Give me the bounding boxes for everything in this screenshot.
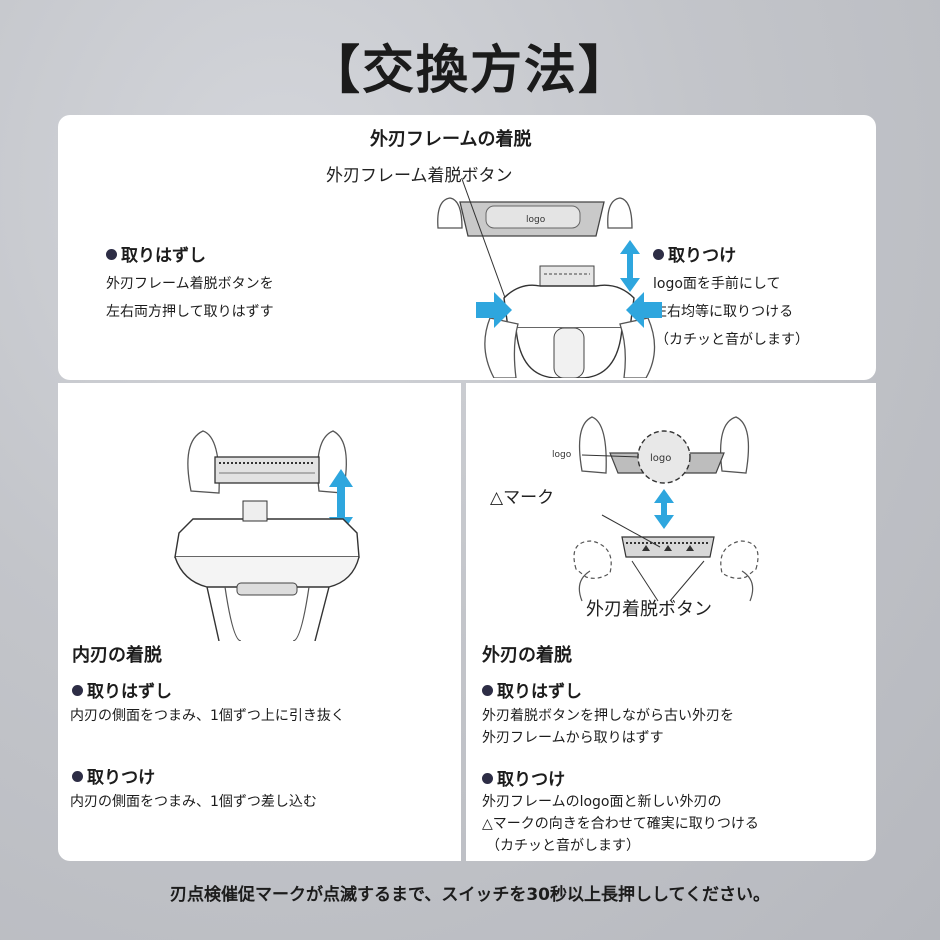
outer-attach-text: 外刃フレームのlogo面と新しい外刃の △マークの向きを合わせて確実に取りつける…	[482, 794, 759, 854]
frame-removal-illustration: logo	[437, 178, 662, 378]
inner-attach-text: 内刃の側面をつまみ、1個ずつ差し込む	[70, 794, 317, 810]
frame-attach-heading: 取りつけ	[653, 241, 736, 266]
bullet-icon	[482, 685, 493, 696]
page-title: 【交換方法】	[307, 41, 632, 101]
updown-arrow-icon	[654, 489, 674, 529]
inner-blade-illustration	[174, 430, 360, 641]
outer-remove-text: 外刃着脱ボタンを押しながら古い外刃を 外刃フレームから取りはずす	[482, 708, 734, 746]
inner-attach-heading: 取りつけ	[72, 763, 155, 788]
outer-blade-heading: 外刃の着脱	[482, 645, 572, 666]
frame-logo: logo	[526, 215, 546, 225]
logo-label: logo	[552, 450, 572, 460]
bullet-icon	[72, 771, 83, 782]
outer-blade-panel: logo logo △マーク 外刃着脱ボタン 外刃の着脱 取りはずし 外刃着脱ボ…	[466, 383, 876, 861]
frame-remove-text: 外刃フレーム着脱ボタンを 左右両方押して取りはずす	[106, 276, 274, 320]
outer-attach-heading: 取りつけ	[482, 765, 565, 790]
frame-button-callout: 外刃フレーム着脱ボタン	[326, 166, 513, 186]
arrow-right-icon	[476, 292, 512, 328]
bullet-icon	[653, 249, 664, 260]
outer-blade-illustration: logo logo	[552, 416, 759, 602]
arrow-left-icon	[626, 292, 662, 328]
frame-remove-heading: 取りはずし	[106, 241, 206, 266]
bullet-icon	[106, 249, 117, 260]
inner-remove-heading: 取りはずし	[72, 677, 172, 702]
inner-blade-heading: 内刃の着脱	[72, 645, 162, 666]
outer-button-callout: 外刃着脱ボタン	[586, 599, 712, 620]
outer-remove-heading: 取りはずし	[482, 677, 582, 702]
bullet-icon	[482, 773, 493, 784]
mark-callout: △マーク	[490, 488, 555, 508]
outer-logo: logo	[650, 453, 671, 464]
frame-section-heading: 外刃フレームの着脱	[370, 129, 532, 150]
inner-remove-text: 内刃の側面をつまみ、1個ずつ上に引き抜く	[70, 708, 345, 724]
footer-note: 刃点検催促マークが点滅するまで、スイッチを30秒以上長押ししてください。	[170, 885, 770, 905]
inner-blade-panel: 内刃の着脱 取りはずし 内刃の側面をつまみ、1個ずつ上に引き抜く 取りつけ 内刃…	[58, 383, 461, 861]
frame-attach-text: logo面を手前にして 左右均等に取りつける （カチッと音がします）	[653, 276, 809, 348]
updown-arrow-icon	[620, 240, 640, 292]
bullet-icon	[72, 685, 83, 696]
frame-removal-panel: 外刃フレームの着脱 外刃フレーム着脱ボタン 取りはずし 外刃フレーム着脱ボタンを…	[58, 115, 876, 380]
